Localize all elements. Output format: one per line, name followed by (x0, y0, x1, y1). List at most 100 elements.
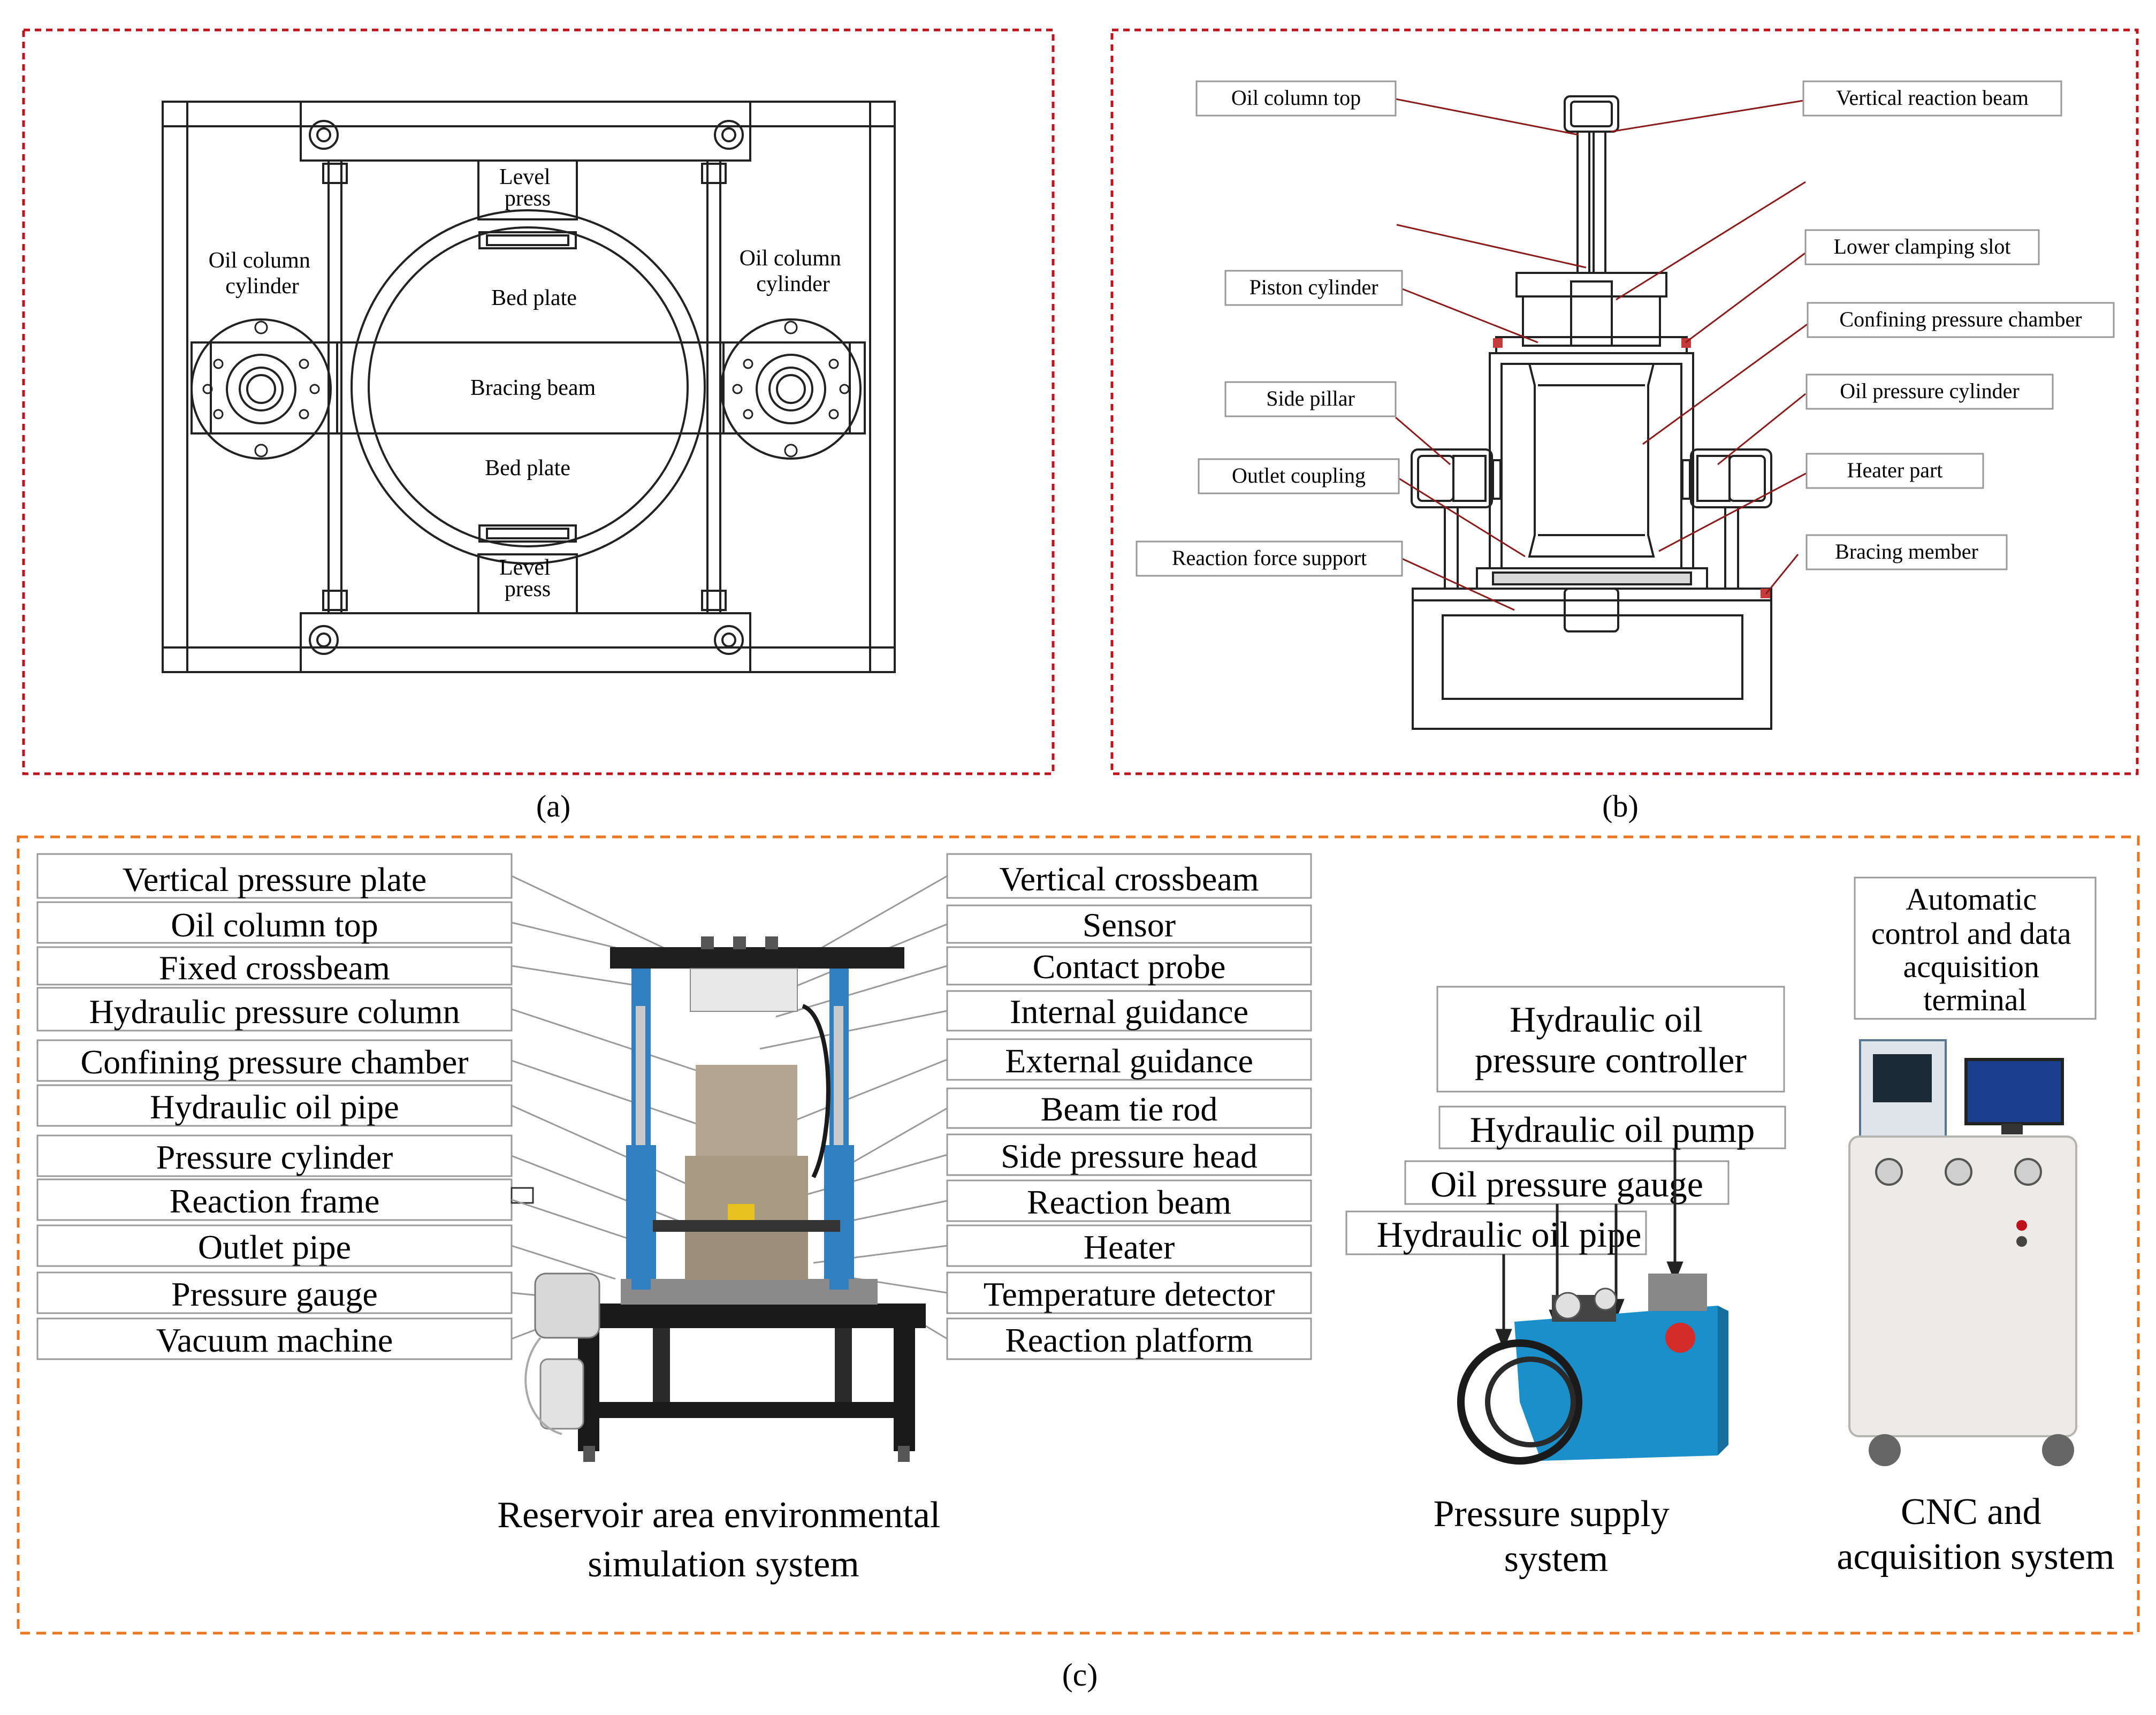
svg-text:Pressure gauge: Pressure gauge (171, 1275, 378, 1313)
label-bed-plate-top: Bed plate (491, 286, 577, 310)
caption-c: (c) (1062, 1657, 1098, 1693)
top-view-bolts (202, 321, 850, 458)
label-piston-cylinder: Piston cylinder (1224, 270, 1403, 306)
pump-label: Hydraulic oil pump (1438, 1106, 1786, 1150)
left-label-10: Vacuum machine (36, 1317, 513, 1360)
panel-b: Oil column top Vertical reaction beam Lo… (1110, 28, 2139, 824)
svg-text:Hydraulic oil pipe: Hydraulic oil pipe (1377, 1214, 1642, 1255)
svg-text:Side pillar: Side pillar (1266, 386, 1355, 410)
svg-text:Heater: Heater (1084, 1228, 1175, 1266)
gauge-label: Oil pressure gauge (1404, 1160, 1730, 1205)
svg-text:Temperature detector: Temperature detector (984, 1275, 1275, 1313)
right-label-9: Temperature detector (946, 1271, 1312, 1314)
svg-text:Reaction force support: Reaction force support (1172, 546, 1367, 570)
left-label-9: Pressure gauge (36, 1271, 513, 1314)
right-label-4: External guidance (946, 1038, 1312, 1081)
svg-text:Vacuum machine: Vacuum machine (156, 1321, 393, 1359)
svg-text:Fixed crossbeam: Fixed crossbeam (159, 949, 390, 987)
right-label-column: Vertical crossbeam Sensor Contact probe … (946, 853, 1312, 1360)
left-label-7: Reaction frame (36, 1178, 513, 1221)
pump-controller-label: Hydraulic oil pressure controller (1436, 986, 1785, 1093)
left-label-5: Hydraulic oil pipe (36, 1084, 513, 1127)
svg-text:Oil pressure gauge: Oil pressure gauge (1430, 1164, 1703, 1205)
right-label-1: Sensor (946, 904, 1312, 944)
svg-text:Sensor: Sensor (1083, 906, 1176, 944)
label-lower-clamping-slot: Lower clamping slot (1804, 229, 2040, 265)
svg-text:Hydraulic oil pipe: Hydraulic oil pipe (150, 1088, 399, 1126)
terminal-label: Automatic control and data acquisition t… (1854, 876, 2097, 1020)
panel-c: Vertical pressure plate Oil column top F… (17, 835, 2140, 1693)
left-label-6: Pressure cylinder (36, 1134, 513, 1177)
label-confining-pressure-chamber: Confining pressure chamber (1807, 302, 2115, 338)
label-reaction-force-support: Reaction force support (1136, 540, 1403, 577)
svg-text:Contact probe: Contact probe (1033, 948, 1226, 986)
caption-reservoir-system: Reservoir area environmental simulation … (497, 1495, 949, 1585)
svg-text:Lower clamping slot: Lower clamping slot (1833, 234, 2010, 258)
left-label-8: Outlet pipe (36, 1224, 513, 1267)
right-label-6: Side pressure head (946, 1133, 1312, 1176)
label-bracing-member: Bracing member (1805, 534, 2008, 570)
panel-c-border (17, 835, 2140, 1635)
svg-text:Beam tie rod: Beam tie rod (1041, 1090, 1218, 1128)
left-label-0: Vertical pressure plate (36, 853, 513, 899)
svg-text:Outlet pipe: Outlet pipe (198, 1228, 351, 1266)
cnc-cabinet: Automatic control and data acquisition t… (1848, 876, 2097, 1466)
svg-text:Oil column top: Oil column top (171, 906, 378, 944)
section-view-drawing (1411, 95, 1772, 730)
caption-pressure-system: Pressure supply system (1434, 1493, 1679, 1580)
svg-text:Vertical reaction beam: Vertical reaction beam (1836, 86, 2029, 110)
label-bracing-beam: Bracing beam (470, 376, 596, 400)
svg-text:Reaction platform: Reaction platform (1005, 1321, 1253, 1359)
leader-lines-b (1395, 98, 1809, 611)
pressure-supply-unit: Hydraulic oil pressure controller Hydrau… (1345, 986, 1786, 1465)
right-label-5: Beam tie rod (946, 1087, 1312, 1129)
label-oil-column-right: Oil column cylinder (740, 246, 847, 296)
reservoir-machine (511, 875, 948, 1462)
top-view-drawing (162, 101, 896, 673)
panel-a-border (22, 28, 1055, 775)
svg-text:Side pressure head: Side pressure head (1001, 1137, 1258, 1175)
pipe-label: Hydraulic oil pipe (1345, 1210, 1647, 1255)
label-side-pillar: Side pillar (1224, 381, 1397, 417)
svg-text:Internal guidance: Internal guidance (1010, 993, 1248, 1031)
svg-text:External guidance: External guidance (1005, 1042, 1253, 1080)
caption-b: (b) (1602, 789, 1639, 824)
label-oil-column-left: Oil column cylinder (209, 248, 316, 299)
svg-text:Piston cylinder: Piston cylinder (1249, 275, 1378, 299)
label-level-press-top: Level press (499, 165, 556, 211)
label-oil-pressure-cylinder: Oil pressure cylinder (1805, 374, 2054, 410)
right-label-8: Heater (946, 1224, 1312, 1267)
caption-a: (a) (536, 789, 570, 824)
svg-text:Reaction frame: Reaction frame (170, 1182, 380, 1220)
panel-a: Level press Level press Oil column cylin… (22, 28, 1055, 824)
right-label-7: Reaction beam (946, 1179, 1312, 1222)
right-label-3: Internal guidance (946, 990, 1312, 1032)
label-vertical-reaction-beam: Vertical reaction beam (1802, 80, 2062, 117)
svg-text:Confining pressure chamber: Confining pressure chamber (1839, 307, 2082, 331)
svg-text:Hydraulic oil pump: Hydraulic oil pump (1470, 1109, 1755, 1150)
svg-text:Bracing member: Bracing member (1835, 539, 1978, 563)
svg-text:Hydraulic pressure column: Hydraulic pressure column (89, 993, 460, 1031)
svg-text:Hydraulic oil pressu: Hydraulic oil pressure controller (1475, 999, 1747, 1080)
svg-text:Outlet coupling: Outlet coupling (1232, 463, 1366, 487)
svg-text:Pressure cylinder: Pressure cylinder (156, 1138, 393, 1176)
panel-b-border (1110, 28, 2139, 775)
label-bed-plate-bottom: Bed plate (485, 456, 570, 481)
right-label-0: Vertical crossbeam (946, 853, 1312, 899)
label-oil-column-top-b: Oil column top (1195, 80, 1397, 117)
left-label-column: Vertical pressure plate Oil column top F… (36, 853, 513, 1360)
right-label-2: Contact probe (946, 946, 1312, 986)
caption-cnc-system: CNC and acquisition system (1837, 1491, 2114, 1577)
left-label-1: Oil column top (36, 901, 513, 944)
leader-lines-c-left (511, 875, 728, 1340)
left-label-4: Confining pressure chamber (36, 1039, 513, 1082)
svg-text:Vertical pressure plate: Vertical pressure plate (123, 860, 427, 898)
left-label-3: Hydraulic pressure column (36, 987, 513, 1032)
left-label-2: Fixed crossbeam (36, 946, 513, 987)
label-heater-part: Heater part (1805, 453, 1984, 489)
label-outlet-coupling: Outlet coupling (1198, 458, 1400, 494)
svg-text:Vertical crossbeam: Vertical crossbeam (999, 860, 1259, 898)
svg-text:Automatic control an: Automatic control and data acquisition t… (1871, 882, 2079, 1017)
right-label-10: Reaction platform (946, 1317, 1312, 1360)
